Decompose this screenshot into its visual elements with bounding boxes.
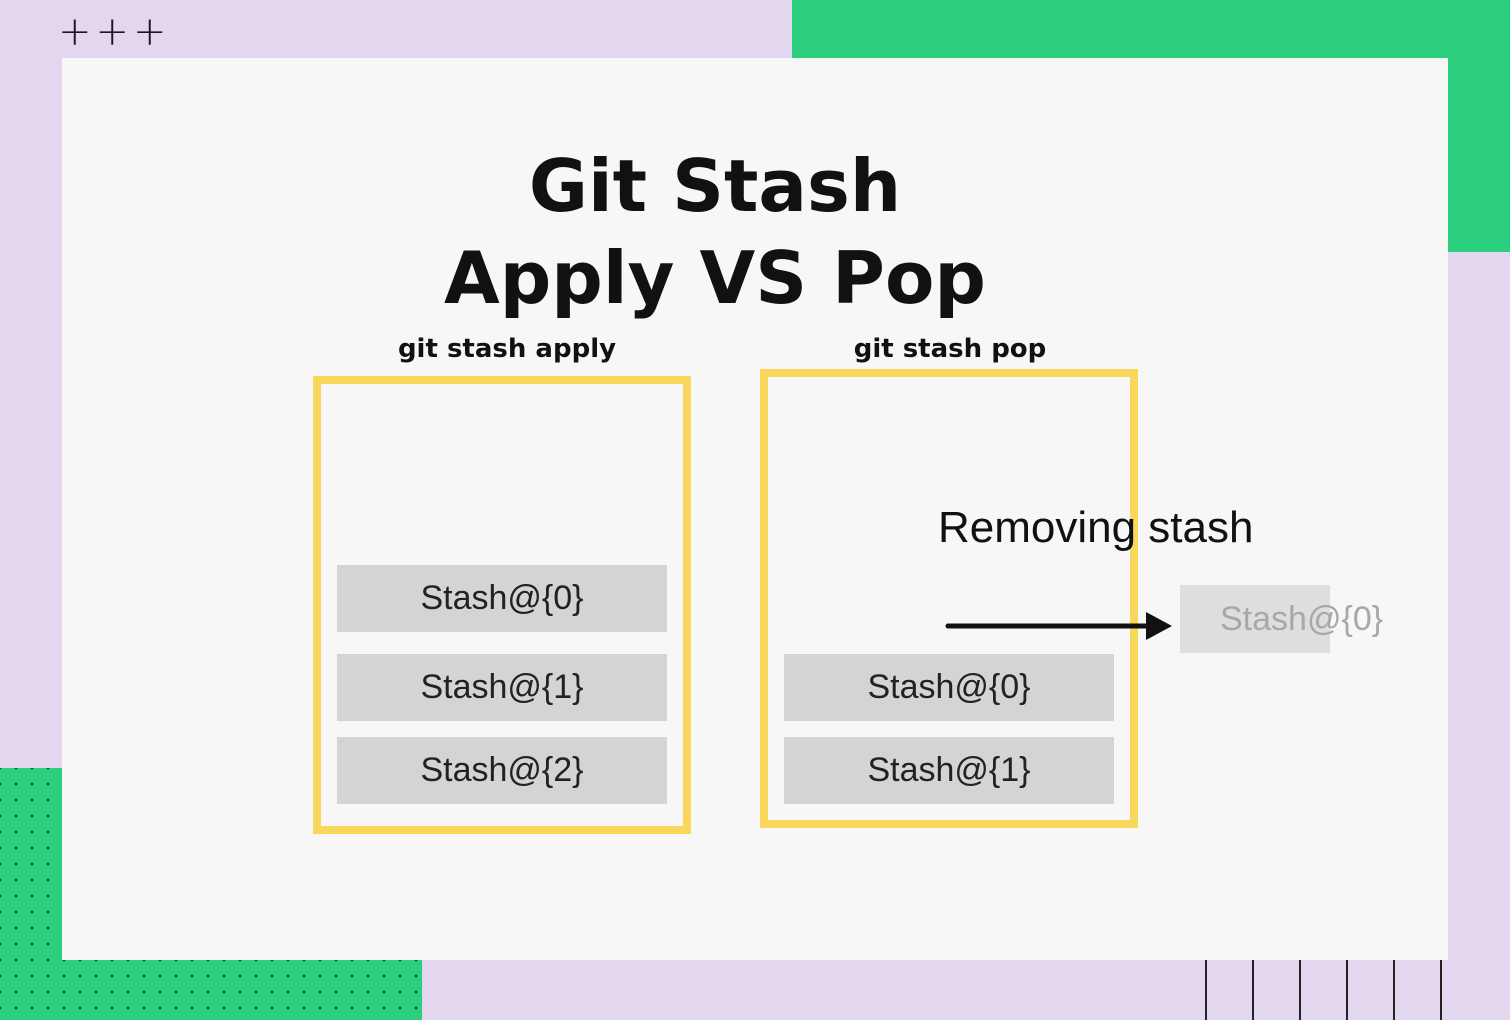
pop-stash-item-0: Stash@{0} bbox=[784, 654, 1114, 721]
pop-stack-box bbox=[760, 369, 1138, 828]
title-line-2: Apply VS Pop bbox=[444, 236, 986, 320]
decor-plus-icons: +++ bbox=[58, 9, 171, 55]
pop-stash-item-1: Stash@{1} bbox=[784, 737, 1114, 804]
arrow-right-icon bbox=[945, 612, 1172, 640]
slide-card: Git Stash Apply VS Pop git stash apply S… bbox=[62, 58, 1448, 960]
removing-stash-label: Removing stash bbox=[938, 503, 1254, 552]
title-line-1: Git Stash bbox=[528, 144, 902, 228]
pop-label: git stash pop bbox=[853, 334, 1047, 364]
apply-stack-box bbox=[313, 376, 691, 834]
apply-stash-item-2: Stash@{2} bbox=[337, 737, 667, 804]
apply-label: git stash apply bbox=[397, 334, 617, 364]
decor-vertical-lines bbox=[1205, 960, 1455, 1020]
slide-title: Git Stash Apply VS Pop bbox=[62, 140, 1368, 324]
removed-stash-item: Stash@{0} bbox=[1180, 585, 1383, 653]
apply-stash-item-1: Stash@{1} bbox=[337, 654, 667, 721]
apply-stash-item-0: Stash@{0} bbox=[337, 565, 667, 632]
